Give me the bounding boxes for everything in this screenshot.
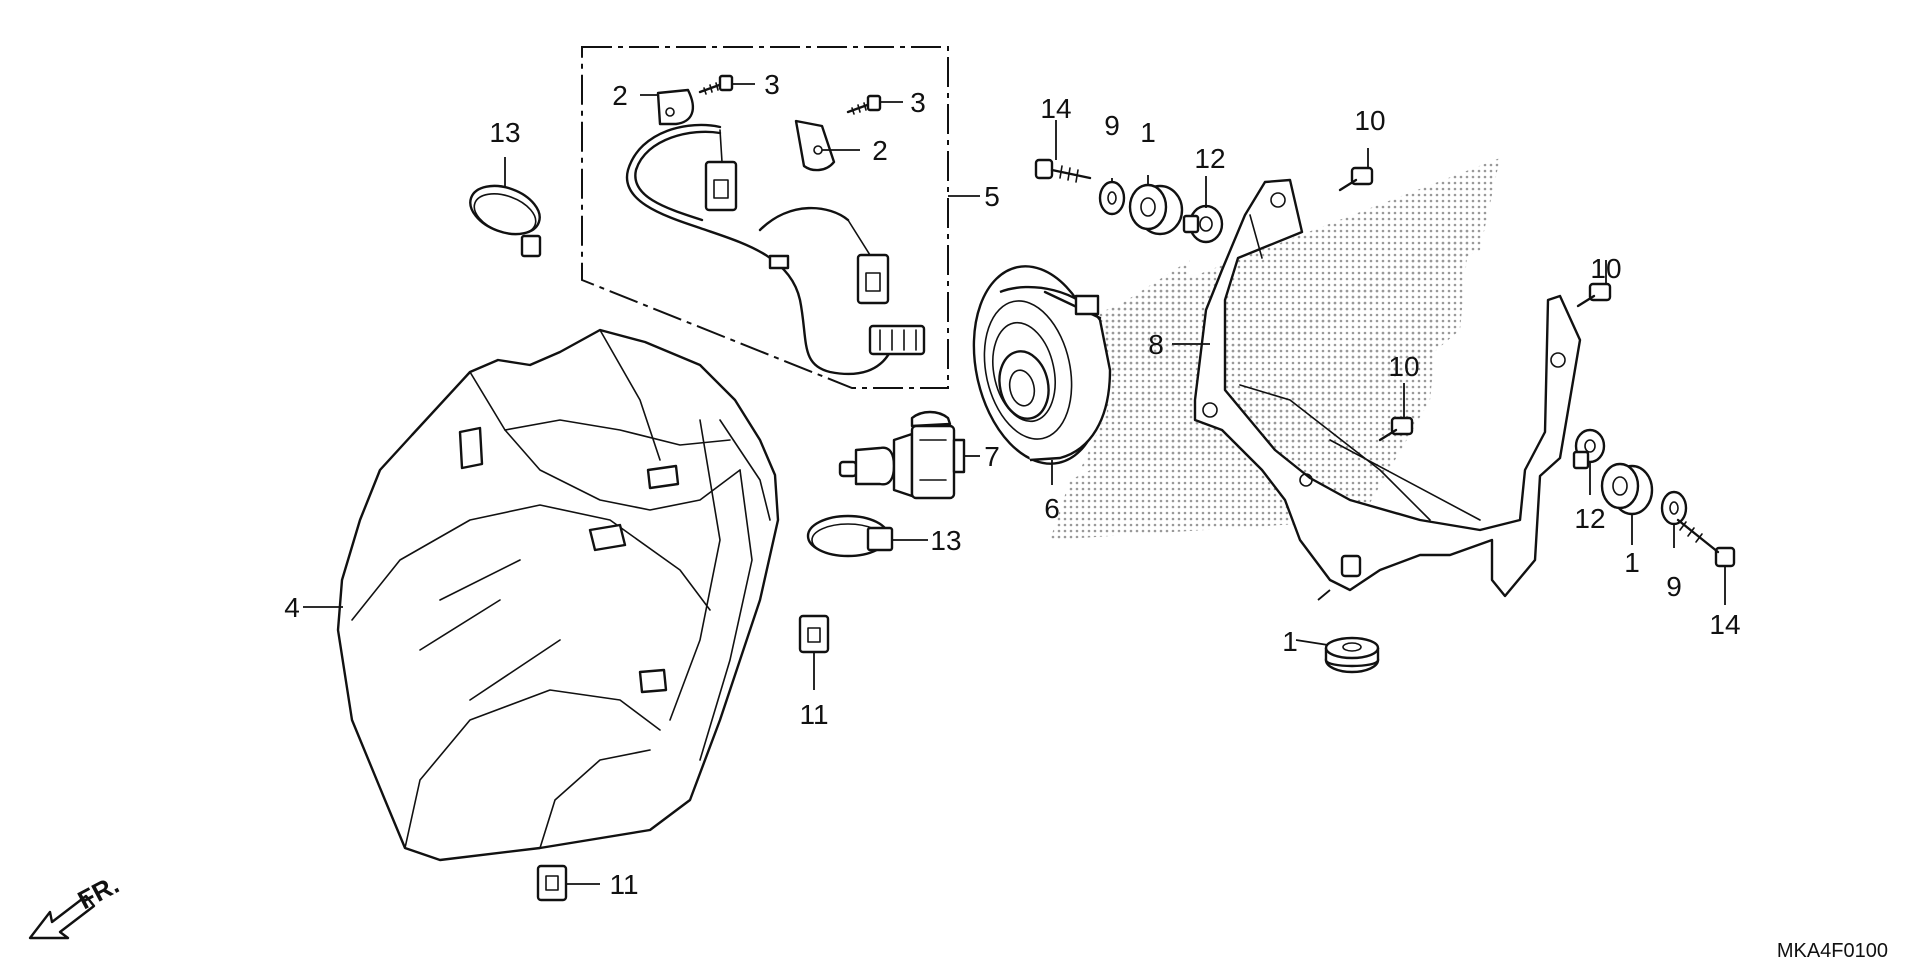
- callout-13-band-lower: 13: [930, 525, 961, 556]
- front-direction-arrow-icon: [28, 894, 96, 940]
- drawing-code: MKA4F0100: [1777, 940, 1888, 960]
- callout-2-clamp-lower: 2: [872, 135, 888, 166]
- grommet-bottom: [1324, 636, 1380, 674]
- callout-labels: 1 1 1 2 2 3 3 4 5 6 7 8 9 9 10 10 10 11 …: [284, 69, 1740, 900]
- callout-13-band-upper: 13: [489, 117, 520, 148]
- collar-right: [1572, 428, 1606, 470]
- callout-5-sub-harness: 5: [984, 181, 1000, 212]
- callout-11-clip-nut-bottom: 11: [609, 869, 638, 900]
- clamp-upper: [656, 88, 695, 126]
- callout-9-washer-upper: 9: [1104, 110, 1120, 141]
- kit-boundary-box: [581, 46, 949, 389]
- grommet-upper: [1128, 183, 1184, 236]
- washer-right: [1660, 490, 1688, 526]
- screw-lower: [846, 94, 882, 115]
- headlight-bulb: [838, 410, 966, 500]
- screw-bracket-middle: [1378, 416, 1414, 442]
- callout-3-screw-lower: 3: [910, 87, 926, 118]
- callout-14-bolt-upper: 14: [1040, 93, 1071, 124]
- washer-upper: [1098, 180, 1126, 216]
- collar-upper: [1182, 204, 1224, 244]
- callout-14-bolt-lower: 14: [1709, 609, 1740, 640]
- callout-9-washer-right: 9: [1666, 571, 1682, 602]
- clip-nut-right: [798, 614, 830, 654]
- clip-nut-bottom: [536, 864, 568, 902]
- band-lower: [806, 514, 894, 558]
- clamp-lower: [794, 119, 836, 172]
- screw-upper: [698, 74, 734, 95]
- bolt-upper-left: [1034, 158, 1092, 183]
- headlight-bracket: [1193, 178, 1582, 598]
- screw-bracket-top: [1338, 166, 1374, 192]
- callout-1-grommet-bottom: 1: [1282, 626, 1298, 657]
- leader-lines: [303, 83, 1726, 885]
- callout-12-collar-upper: 12: [1194, 143, 1225, 174]
- callout-8-bracket: 8: [1148, 329, 1164, 360]
- callout-3-screw-upper: 3: [764, 69, 780, 100]
- dust-cover: [972, 265, 1112, 465]
- callout-6-dust-cover: 6: [1044, 493, 1060, 524]
- band-upper: [469, 184, 542, 258]
- bolt-lower-right: [1676, 518, 1736, 568]
- harness-sub-wire: [625, 123, 926, 376]
- grommet-right: [1600, 462, 1654, 516]
- callout-12-collar-right: 12: [1574, 503, 1605, 534]
- callout-10-screw-top: 10: [1354, 105, 1385, 136]
- callout-11-clip-nut-right: 11: [799, 699, 828, 730]
- callout-10-screw-right: 10: [1590, 253, 1621, 284]
- callout-4-headlight-housing: 4: [284, 592, 300, 623]
- headlight-housing: [336, 328, 780, 862]
- callout-1-grommet-upper: 1: [1140, 117, 1156, 148]
- callout-10-screw-middle: 10: [1388, 351, 1419, 382]
- callout-2-clamp-upper: 2: [612, 80, 628, 111]
- callout-7-bulb: 7: [984, 441, 1000, 472]
- screw-bracket-right: [1576, 282, 1612, 308]
- callout-1-grommet-right: 1: [1624, 547, 1640, 578]
